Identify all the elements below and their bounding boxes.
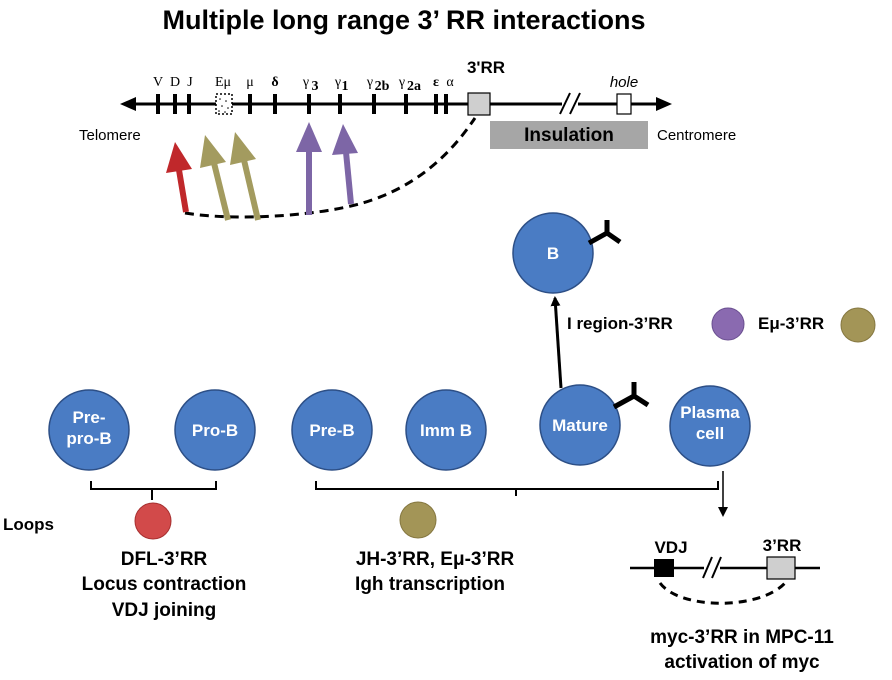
cell-b-label: B	[547, 244, 559, 263]
hole-box	[616, 93, 632, 115]
cell-plasma-line1: Plasma	[680, 403, 740, 422]
legend-emu-label: Eμ-3’RR	[758, 314, 824, 333]
break-mark	[559, 92, 581, 115]
cell-b	[512, 212, 594, 294]
segment-label-g2a: γ	[398, 75, 405, 90]
segment-label-alpha: α	[446, 75, 454, 90]
loop-curve	[184, 117, 477, 219]
legend-olive-dot	[840, 307, 876, 343]
segment-label-epsilon: ε	[433, 75, 439, 90]
cell-pre-b-label: Pre-B	[309, 421, 354, 440]
cell-pre-b	[291, 389, 373, 471]
early-line2: Locus contraction	[82, 574, 247, 595]
olive-arrow-2	[230, 132, 261, 221]
mature-to-b-arrow	[550, 296, 563, 389]
cell-imm-b-label: Imm B	[420, 421, 472, 440]
legend-purple-dot	[711, 307, 745, 341]
telomere-label: Telomere	[79, 127, 141, 144]
early-bracket	[90, 481, 217, 500]
segment-label-mu: μ	[246, 75, 254, 90]
late-bracket	[315, 481, 719, 496]
segment-label-emu: Eμ	[215, 75, 231, 90]
segment-label-g1: γ	[334, 75, 341, 90]
cell-mature-label: Mature	[552, 416, 608, 435]
inset-caption-line1: myc-3’RR in MPC-11	[650, 627, 834, 648]
loops-label: Loops	[3, 515, 54, 534]
early-line3: VDJ joining	[112, 600, 217, 621]
cell-pre-pro-b	[48, 389, 130, 471]
rr-box	[467, 92, 491, 116]
cell-plasma	[669, 385, 751, 467]
segment-sub-1: 1	[342, 79, 349, 94]
insulation-bar	[490, 121, 648, 149]
emu-dots	[218, 98, 229, 113]
page-title: Multiple long range 3’ RR interactions	[162, 5, 645, 35]
cell-pre-pro-b-line2: pro-B	[66, 429, 111, 448]
segment-label-g3: γ	[302, 75, 309, 90]
segment-label-g2b: γ	[366, 75, 373, 90]
insulation-label: Insulation	[524, 125, 614, 146]
cell-pro-b-label: Pro-B	[192, 421, 238, 440]
cell-pro-b	[174, 389, 256, 471]
cell-pre-pro-b-line1: Pre-	[72, 408, 105, 427]
inset-vdj-label: VDJ	[654, 538, 687, 557]
red-arrow	[166, 142, 192, 213]
rr-label: 3'RR	[467, 58, 505, 77]
segment-label-d: D	[170, 75, 180, 90]
middle-line1: JH-3’RR, Eμ-3’RR	[356, 549, 515, 570]
olive-loop-dot	[399, 501, 437, 539]
mature-antibody-icon	[612, 382, 650, 410]
legend-i-region-label: I region-3’RR	[567, 314, 673, 333]
segment-label-v: V	[153, 75, 163, 90]
segment-sub-3: 3	[312, 79, 319, 94]
segment-sub-2b: 2b	[375, 79, 390, 94]
olive-arrow-1	[200, 135, 231, 221]
centromere-label: Centromere	[657, 127, 736, 144]
inset-caption-line2: activation of myc	[664, 652, 820, 673]
segment-sub-2a: 2a	[407, 79, 421, 94]
red-loop-dot	[134, 502, 172, 540]
cell-mature	[539, 384, 621, 466]
locus-line	[120, 97, 672, 111]
cell-plasma-line2: cell	[696, 424, 724, 443]
purple-arrow-1	[296, 122, 322, 215]
inset-rr-label: 3’RR	[763, 536, 802, 555]
segment-label-j: J	[187, 75, 193, 90]
segment-label-delta: δ	[271, 75, 278, 90]
purple-arrow-2	[332, 124, 358, 205]
early-line1: DFL-3’RR	[121, 549, 208, 570]
inset-diagram	[630, 556, 820, 605]
cell-imm-b	[405, 389, 487, 471]
middle-line2: Igh transcription	[355, 574, 505, 595]
hole-label: hole	[610, 74, 638, 91]
antibody-icon	[587, 220, 622, 246]
